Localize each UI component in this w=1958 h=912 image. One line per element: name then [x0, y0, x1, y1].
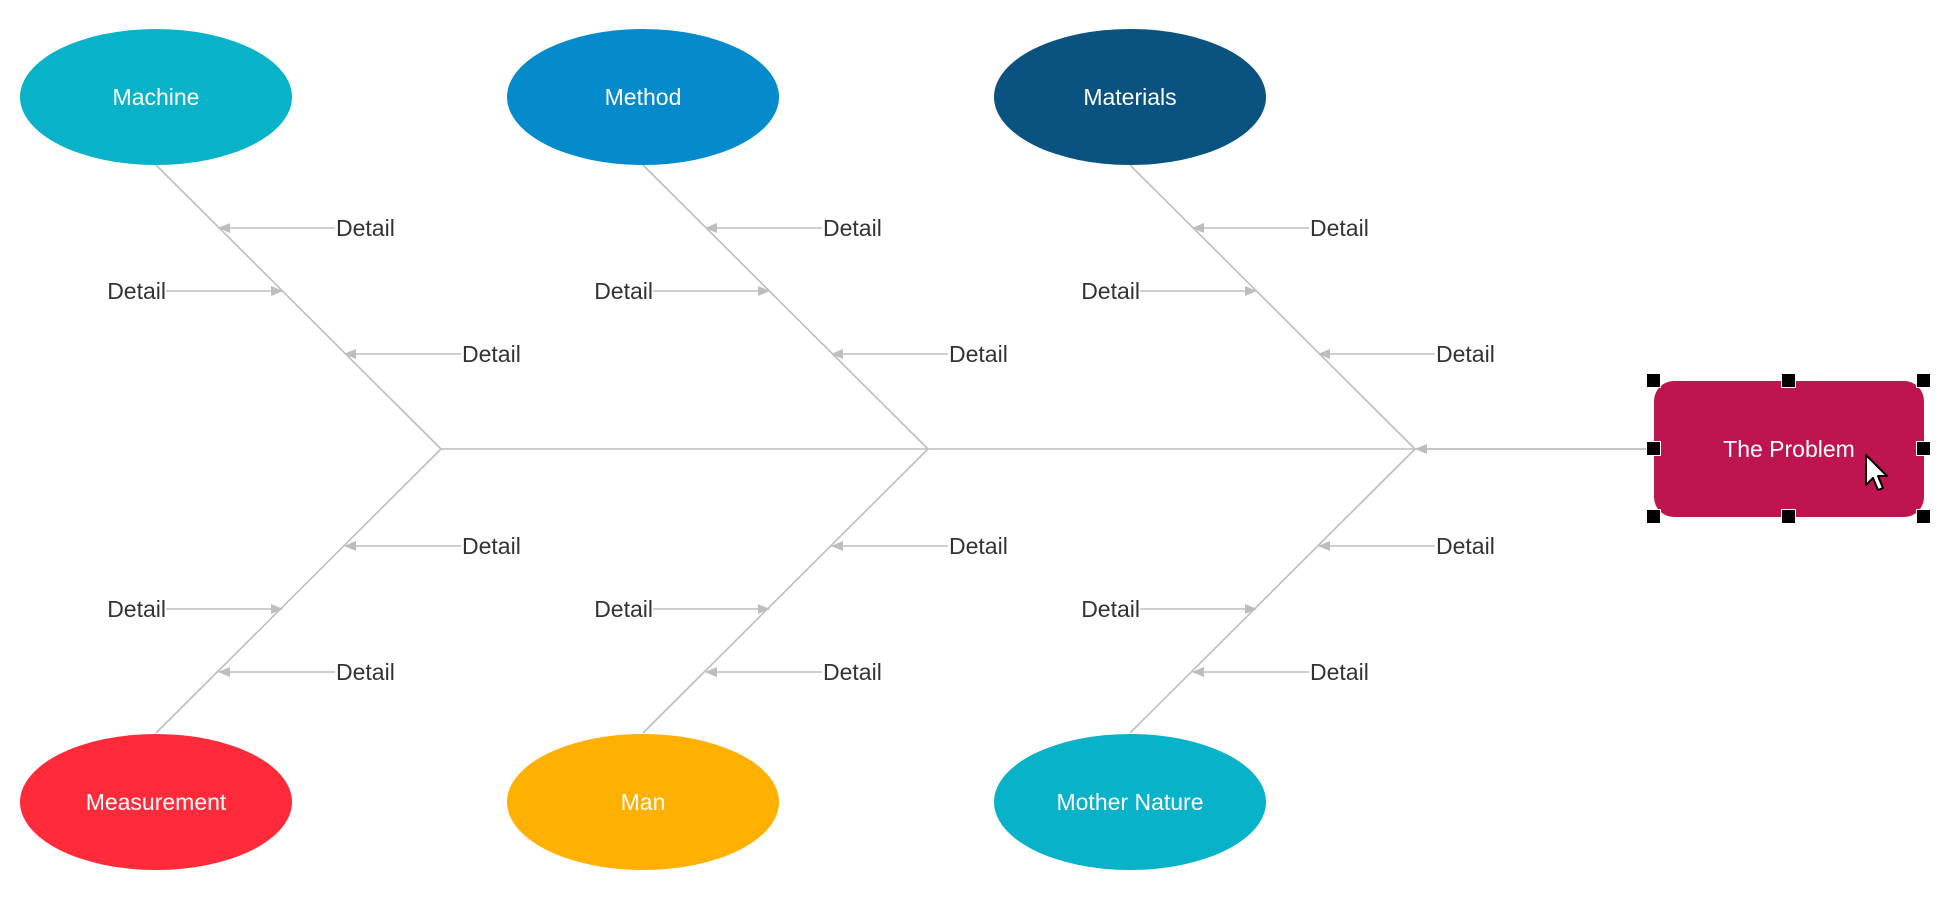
category-label: Man [620, 788, 666, 815]
category-label: Measurement [85, 788, 227, 815]
bone-line-materials [1129, 164, 1416, 450]
resize-handle-r[interactable] [1916, 441, 1931, 456]
category-label: Mother Nature [1056, 788, 1204, 815]
detail-label[interactable]: Detail [336, 659, 395, 685]
resize-handle-t[interactable] [1781, 373, 1796, 388]
category-node-man[interactable]: Man [507, 734, 779, 870]
arrow-cursor-icon [1865, 454, 1888, 491]
detail-label[interactable]: Detail [1081, 596, 1140, 622]
detail-label[interactable]: Detail [1310, 215, 1369, 241]
connector-lines [155, 164, 1652, 734]
category-node-materials[interactable]: Materials [994, 29, 1266, 165]
detail-label[interactable]: Detail [949, 341, 1008, 367]
resize-handle-tr[interactable] [1916, 373, 1931, 388]
detail-label[interactable]: Detail [1310, 659, 1369, 685]
detail-label[interactable]: Detail [462, 341, 521, 367]
category-label: Materials [1083, 83, 1177, 110]
detail-label[interactable]: Detail [107, 278, 166, 304]
bone-line-mother-nature [1129, 448, 1416, 734]
detail-label[interactable]: Detail [594, 278, 653, 304]
detail-label[interactable]: Detail [949, 533, 1008, 559]
category-label: Method [604, 83, 682, 110]
problem-label: The Problem [1723, 435, 1855, 462]
resize-handle-br[interactable] [1916, 509, 1931, 524]
bone-line-machine [155, 164, 442, 450]
category-node-method[interactable]: Method [507, 29, 779, 165]
detail-label[interactable]: Detail [823, 659, 882, 685]
detail-label[interactable]: Detail [462, 533, 521, 559]
detail-label[interactable]: Detail [594, 596, 653, 622]
detail-label[interactable]: Detail [1081, 278, 1140, 304]
category-node-machine[interactable]: Machine [20, 29, 292, 165]
category-node-measurement[interactable]: Measurement [20, 734, 292, 870]
bone-line-measurement [155, 448, 442, 734]
problem-node[interactable]: The Problem [1654, 381, 1924, 517]
resize-handle-b[interactable] [1781, 509, 1796, 524]
detail-label[interactable]: Detail [107, 596, 166, 622]
resize-handle-tl[interactable] [1646, 373, 1661, 388]
category-node-mother-nature[interactable]: Mother Nature [994, 734, 1266, 870]
detail-label[interactable]: Detail [1436, 533, 1495, 559]
bone-line-man [642, 448, 929, 734]
resize-handle-l[interactable] [1646, 441, 1661, 456]
bone-line-method [642, 164, 929, 450]
resize-handle-bl[interactable] [1646, 509, 1661, 524]
detail-label[interactable]: Detail [823, 215, 882, 241]
detail-label[interactable]: Detail [336, 215, 395, 241]
category-label: Machine [112, 83, 200, 110]
detail-label[interactable]: Detail [1436, 341, 1495, 367]
